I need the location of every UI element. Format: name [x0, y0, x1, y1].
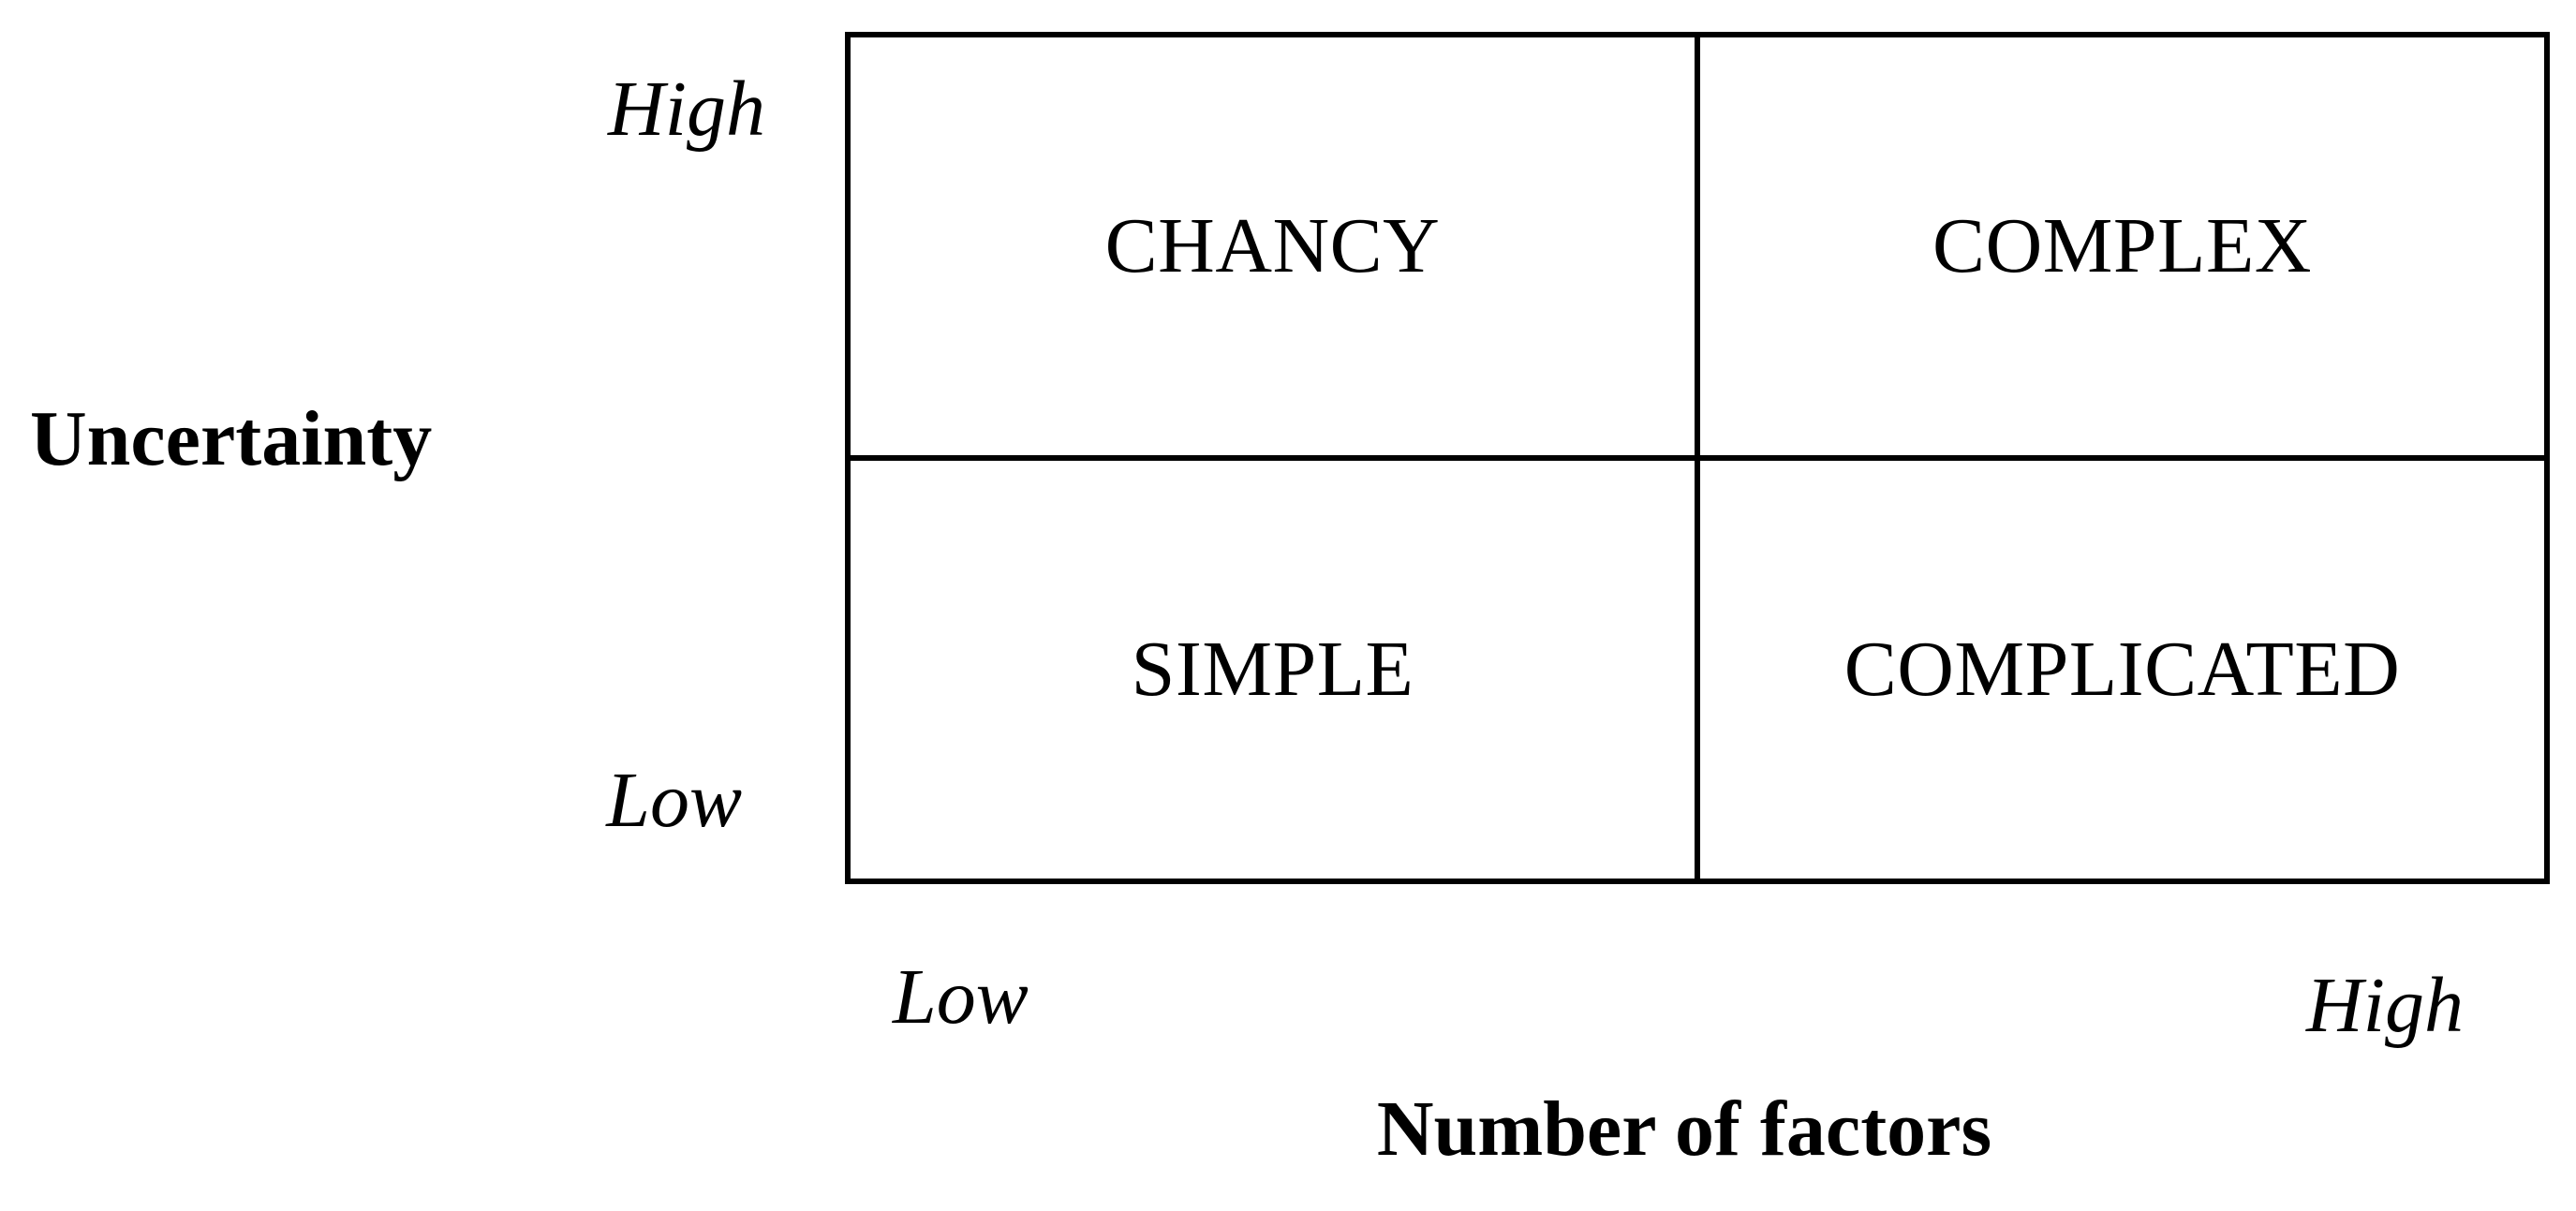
- quadrant-top-right: COMPLEX: [1697, 37, 2544, 458]
- y-axis-low-label: Low: [606, 757, 742, 844]
- matrix-box: CHANCY COMPLEX SIMPLE COMPLICATED: [845, 32, 2550, 884]
- x-axis-low-label: Low: [893, 953, 1029, 1041]
- quadrant-bottom-right: COMPLICATED: [1697, 458, 2544, 879]
- quadrant-top-left: CHANCY: [851, 37, 1697, 458]
- y-axis-title: Uncertainty: [30, 395, 433, 482]
- quadrant-bottom-left-label: SIMPLE: [1131, 626, 1414, 713]
- quadrant-bottom-left: SIMPLE: [851, 458, 1697, 879]
- x-axis-high-label: High: [2306, 962, 2464, 1049]
- x-axis-title: Number of factors: [1376, 1085, 1992, 1173]
- y-axis-high-label: High: [608, 66, 765, 153]
- quadrant-top-left-label: CHANCY: [1104, 202, 1441, 289]
- quadrant-bottom-right-label: COMPLICATED: [1843, 626, 2401, 713]
- quadrant-top-right-label: COMPLEX: [1932, 202, 2312, 289]
